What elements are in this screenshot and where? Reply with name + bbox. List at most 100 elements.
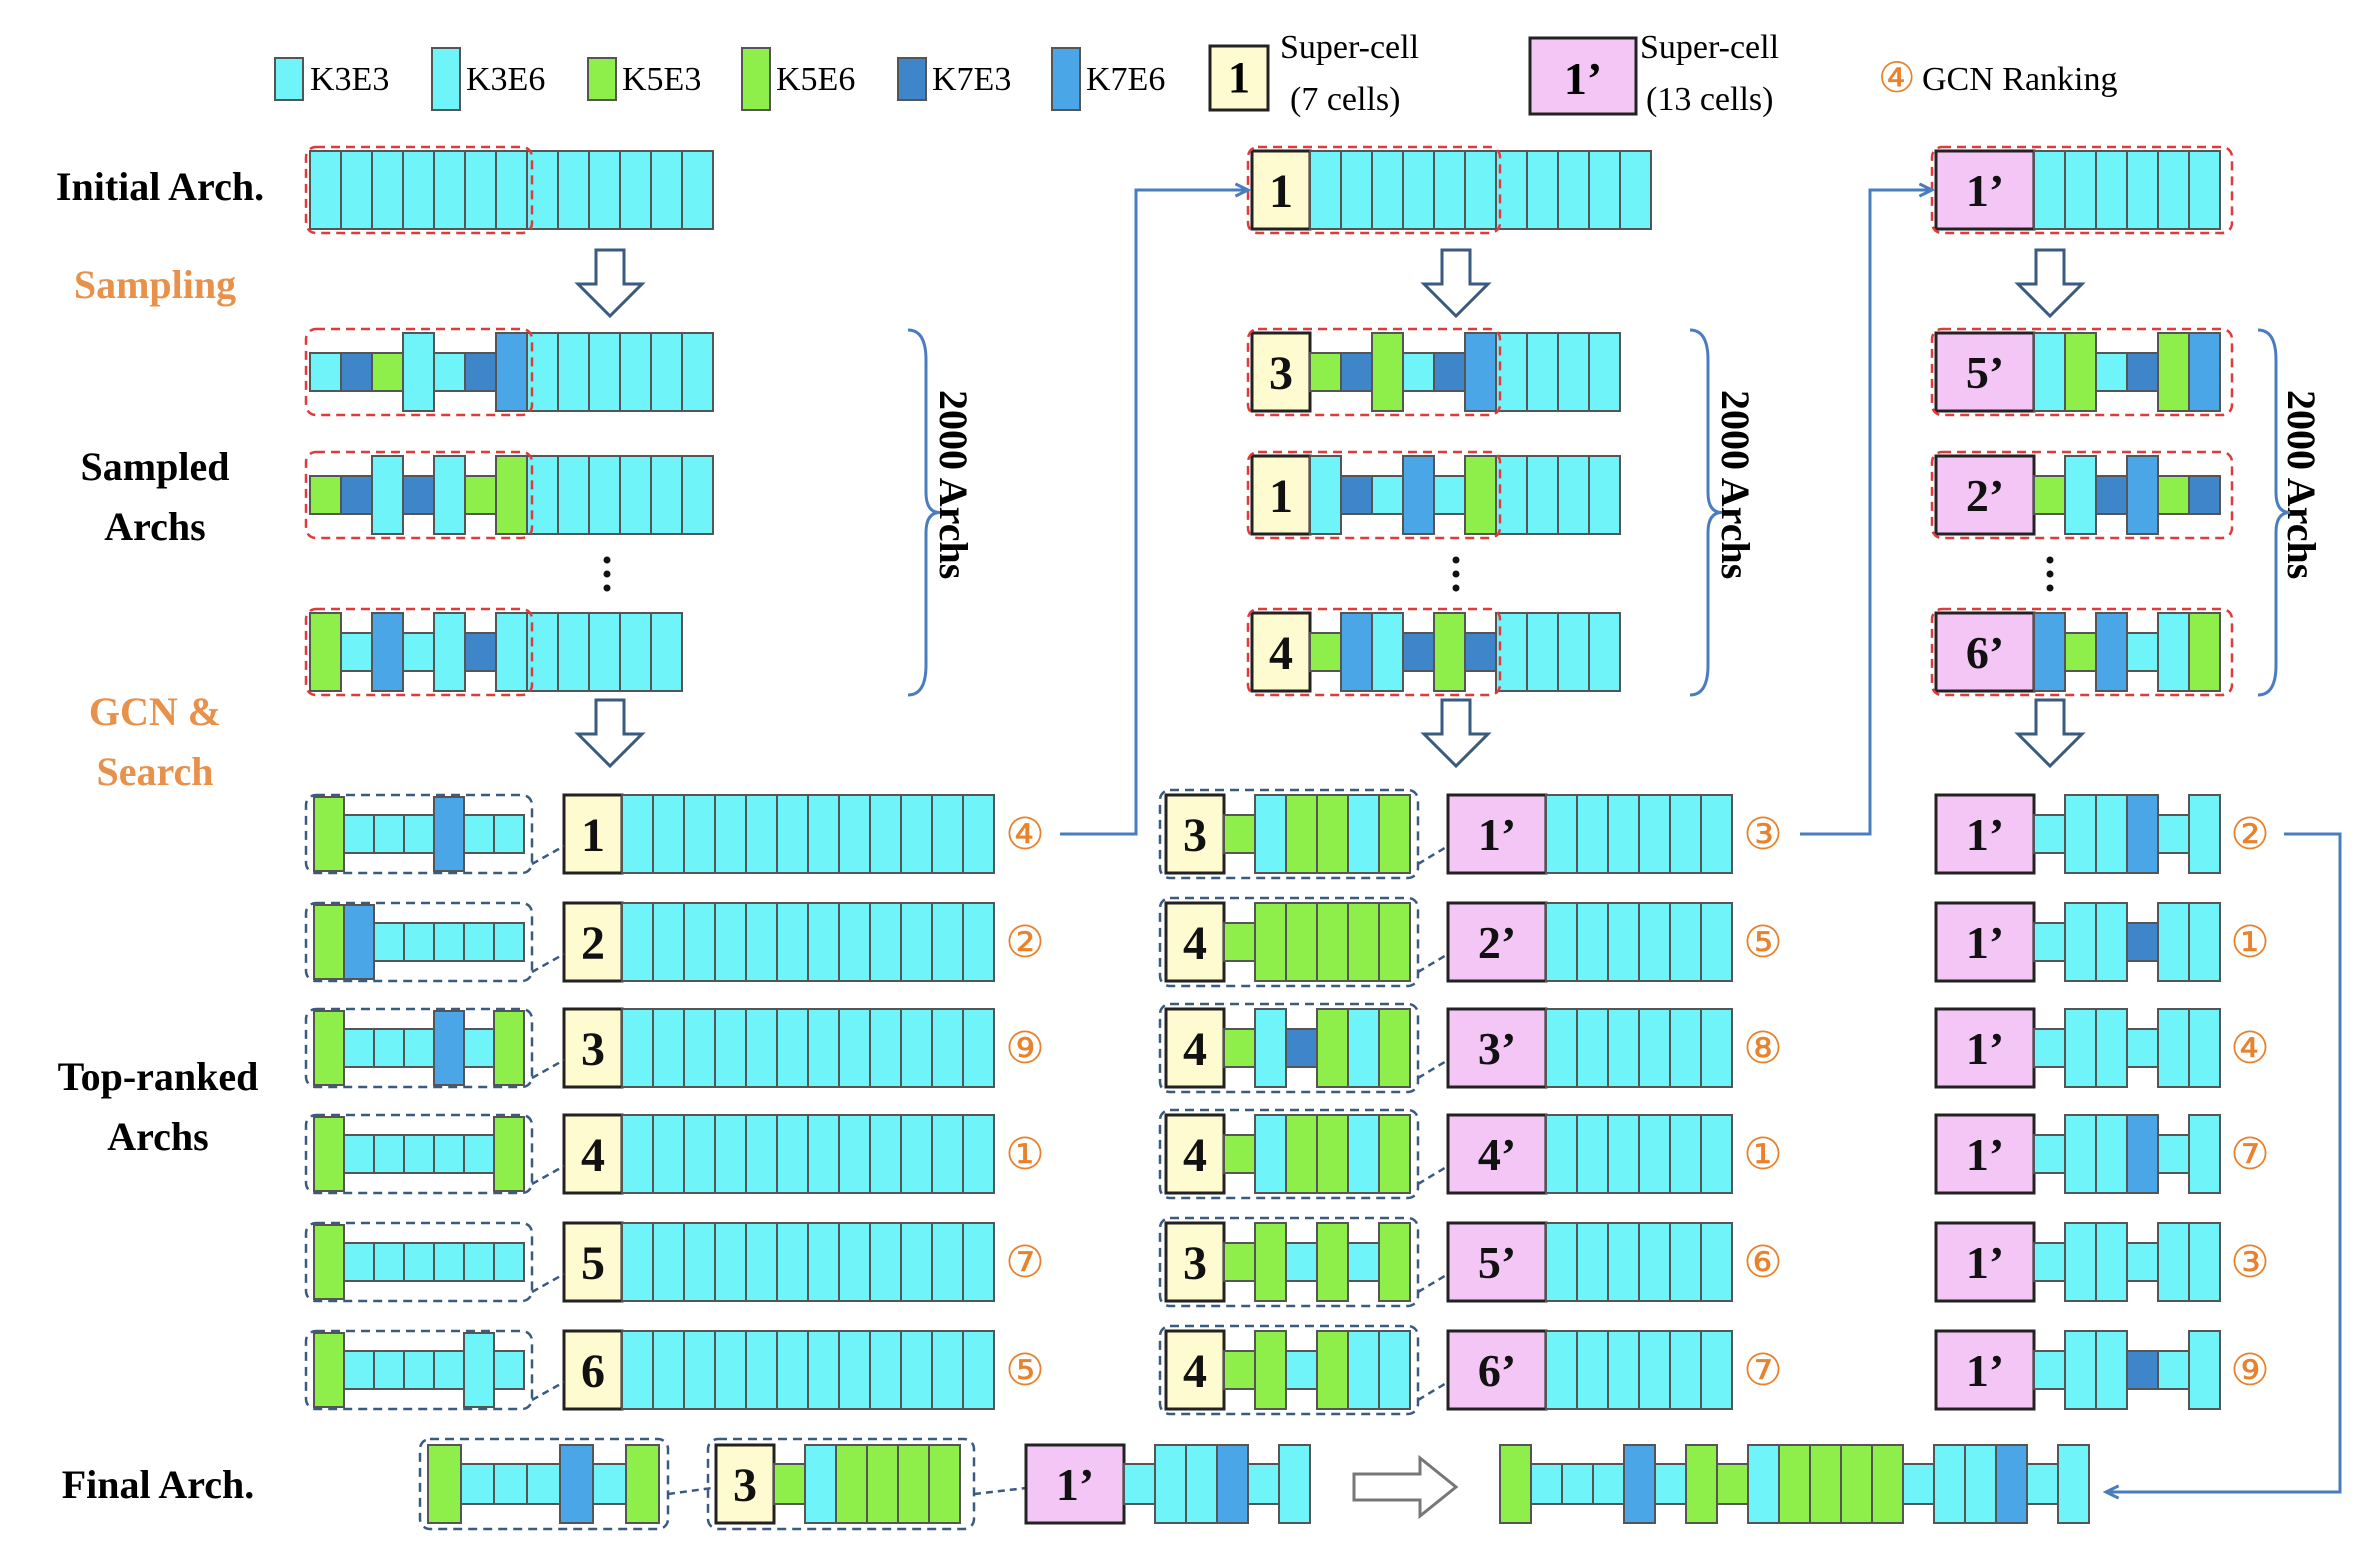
stage2-sampled-0-cell-k7e3 <box>1340 352 1373 392</box>
stage3-sampled-0-cell-k7e6 <box>2188 332 2221 412</box>
stage2-top-1-cell-k5e3 <box>1223 922 1256 962</box>
stage2-top-rank: ⑧ <box>1743 1024 1782 1073</box>
stage1-initial-cell-k3e3 <box>495 150 528 230</box>
stage3-top-badge <box>1934 1221 2036 1303</box>
stage1-initial-cell-k3e3 <box>340 150 373 230</box>
flow-arrow-stage2-to-stage3-head <box>1918 182 1936 198</box>
stage3-initial-cell-k3e3 <box>2095 150 2128 230</box>
stage2-top-4-cell-k3e3 <box>1700 1222 1733 1302</box>
flow-arrow-stage2-to-stage3 <box>1800 188 1932 836</box>
stage1-sampled-0-cell-k3e3 <box>309 352 342 392</box>
stage2-top-2-cell-k3e6 <box>1347 1008 1380 1088</box>
stage3-top-1-cell-k3e3 <box>2033 922 2066 962</box>
final-result-cell-k3e6 <box>1964 1444 1997 1524</box>
stage3-top-rank: ② <box>2230 810 2269 859</box>
stage2-top-badge2-text: 6’ <box>1478 1345 1516 1396</box>
stage1-top-badge <box>562 1007 624 1089</box>
stage2-top-badge2 <box>1446 1221 1548 1303</box>
stage1-sampled-2-cell-k3e3 <box>495 612 528 692</box>
final-result-cell-k3e6 <box>2057 1444 2090 1524</box>
stage2-top-2-cell-k5e6 <box>1316 1008 1349 1088</box>
stage1-top-0-cell-k3e3 <box>621 794 654 874</box>
stage2-top-0-cell-k5e6 <box>1285 794 1318 874</box>
stage1-initial-cell-k3e3 <box>309 150 342 230</box>
stage3-top-4-cell-k3e6 <box>2157 1222 2190 1302</box>
stage2-initial-cell-k3e3 <box>1433 150 1466 230</box>
stage3-sampled-supercell-box <box>1930 327 2234 417</box>
final-transform-arrow <box>1352 1454 1459 1520</box>
stage1-sampled-0-cell-k3e6 <box>402 332 435 412</box>
stage1-sampled-2-cell-k3e3 <box>557 612 590 692</box>
stage1-top-badge-text: 3 <box>581 1023 605 1076</box>
stage2-top-2-cell-k3e3 <box>1545 1008 1578 1088</box>
stage1-top-4-cell-k3e3 <box>343 1242 375 1282</box>
label-sampled-archs-line1: Sampled <box>81 444 230 489</box>
stage2-top-rank: ⑥ <box>1743 1238 1782 1287</box>
stage2-brace <box>1689 328 1723 697</box>
stage3-ellipsis-dot <box>2046 570 2054 578</box>
stage1-sampled-1-cell-k3e3 <box>588 455 621 535</box>
stage2-sampled-0-cell-k5e6 <box>1371 332 1404 412</box>
stage2-top-rank: ⑤ <box>1743 918 1782 967</box>
final-result-cell-k7e6 <box>1995 1444 2028 1524</box>
stage1-top-1-cell-k3e3 <box>683 902 716 982</box>
final-badge1-text: 3 <box>733 1459 757 1512</box>
stage1-sampled-1-cell-k3e3 <box>619 455 652 535</box>
stage2-sampled-badge <box>1250 331 1312 413</box>
stage1-top-supercell-box <box>304 1007 534 1089</box>
stage2-top-connector <box>1417 1058 1449 1080</box>
stage3-top-rank: ④ <box>2230 1024 2269 1073</box>
stage2-initial-cell-k3e3 <box>1557 150 1590 230</box>
stage3-sampled-supercell-box <box>1930 450 2234 540</box>
stage1-top-rank: ② <box>1005 918 1044 967</box>
stage1-top-badge-text: 1 <box>581 809 605 862</box>
stage1-top-2-cell-k3e3 <box>343 1028 375 1068</box>
stage3-sampled-2-cell-k5e6 <box>2188 612 2221 692</box>
legend-supercell-13-line1: Super-cell <box>1640 29 1779 66</box>
stage2-top-5-cell-k5e6 <box>1254 1330 1287 1410</box>
stage2-top-5-cell-k5e6 <box>1316 1330 1349 1410</box>
stage2-sampled-1-cell-k3e3 <box>1433 475 1466 515</box>
stage2-top-0-cell-k5e3 <box>1223 814 1256 854</box>
stage1-top-2-cell-k3e3 <box>714 1008 747 1088</box>
stage3-top-5-cell-k3e3 <box>2033 1350 2066 1390</box>
stage1-top-4-cell-k3e3 <box>403 1242 435 1282</box>
stage1-top-1-cell-k3e3 <box>807 902 840 982</box>
stage1-top-5-cell-k3e3 <box>652 1330 685 1410</box>
stage1-top-0-cell-k3e3 <box>900 794 933 874</box>
stage2-top-2-cell-k7e3 <box>1285 1028 1318 1068</box>
stage2-top-5-cell-k3e3 <box>1700 1330 1733 1410</box>
stage1-top-2-cell-k3e3 <box>900 1008 933 1088</box>
stage3-sampled-2-cell-k3e6 <box>2157 612 2190 692</box>
stage2-top-0-cell-k3e3 <box>1576 794 1609 874</box>
stage2-sampled-badge-text: 4 <box>1269 627 1293 680</box>
stage2-top-3-cell-k3e3 <box>1700 1114 1733 1194</box>
stage2-top-connector <box>1417 844 1449 866</box>
stage1-top-4-cell-k3e3 <box>714 1222 747 1302</box>
stage1-top-supercell-box <box>304 793 534 875</box>
stage3-down-arrow-1 <box>2014 248 2086 319</box>
stage1-sampled-2-cell-k3e3 <box>402 632 435 672</box>
stage1-top-3-cell-k3e3 <box>745 1114 778 1194</box>
stage2-top-4-cell-k5e6 <box>1378 1222 1411 1302</box>
flow-arrow-stage3-to-final <box>2106 832 2342 1494</box>
stage1-top-badge <box>562 1329 624 1411</box>
stage1-top-1-cell-k5e6 <box>313 904 345 980</box>
stage2-top-badge2-text: 1’ <box>1478 809 1516 860</box>
stage1-top-4-cell-k3e3 <box>776 1222 809 1302</box>
legend-supercell-7-badge <box>1208 44 1270 112</box>
stage1-top-4-cell-k3e3 <box>621 1222 654 1302</box>
final-result-cell-k5e6 <box>1778 1444 1811 1524</box>
stage2-top-2-cell-k3e3 <box>1669 1008 1702 1088</box>
stage3-top-0-cell-k3e3 <box>2033 814 2066 854</box>
stage2-sampled-0-cell-k5e3 <box>1309 352 1342 392</box>
final-connector-2 <box>973 1486 1027 1496</box>
stage3-sampled-2-cell-k5e3 <box>2064 632 2097 672</box>
stage2-top-3-cell-k3e3 <box>1669 1114 1702 1194</box>
stage1-sampled-0-cell-k7e6 <box>495 332 528 412</box>
stage1-top-5-cell-k3e3 <box>343 1350 375 1390</box>
final-result-cell-k3e3 <box>1902 1463 1935 1505</box>
stage1-top-3-cell-k3e3 <box>403 1134 435 1174</box>
stage2-top-5-cell-k3e3 <box>1576 1330 1609 1410</box>
stage2-top-badge <box>1164 1007 1226 1089</box>
